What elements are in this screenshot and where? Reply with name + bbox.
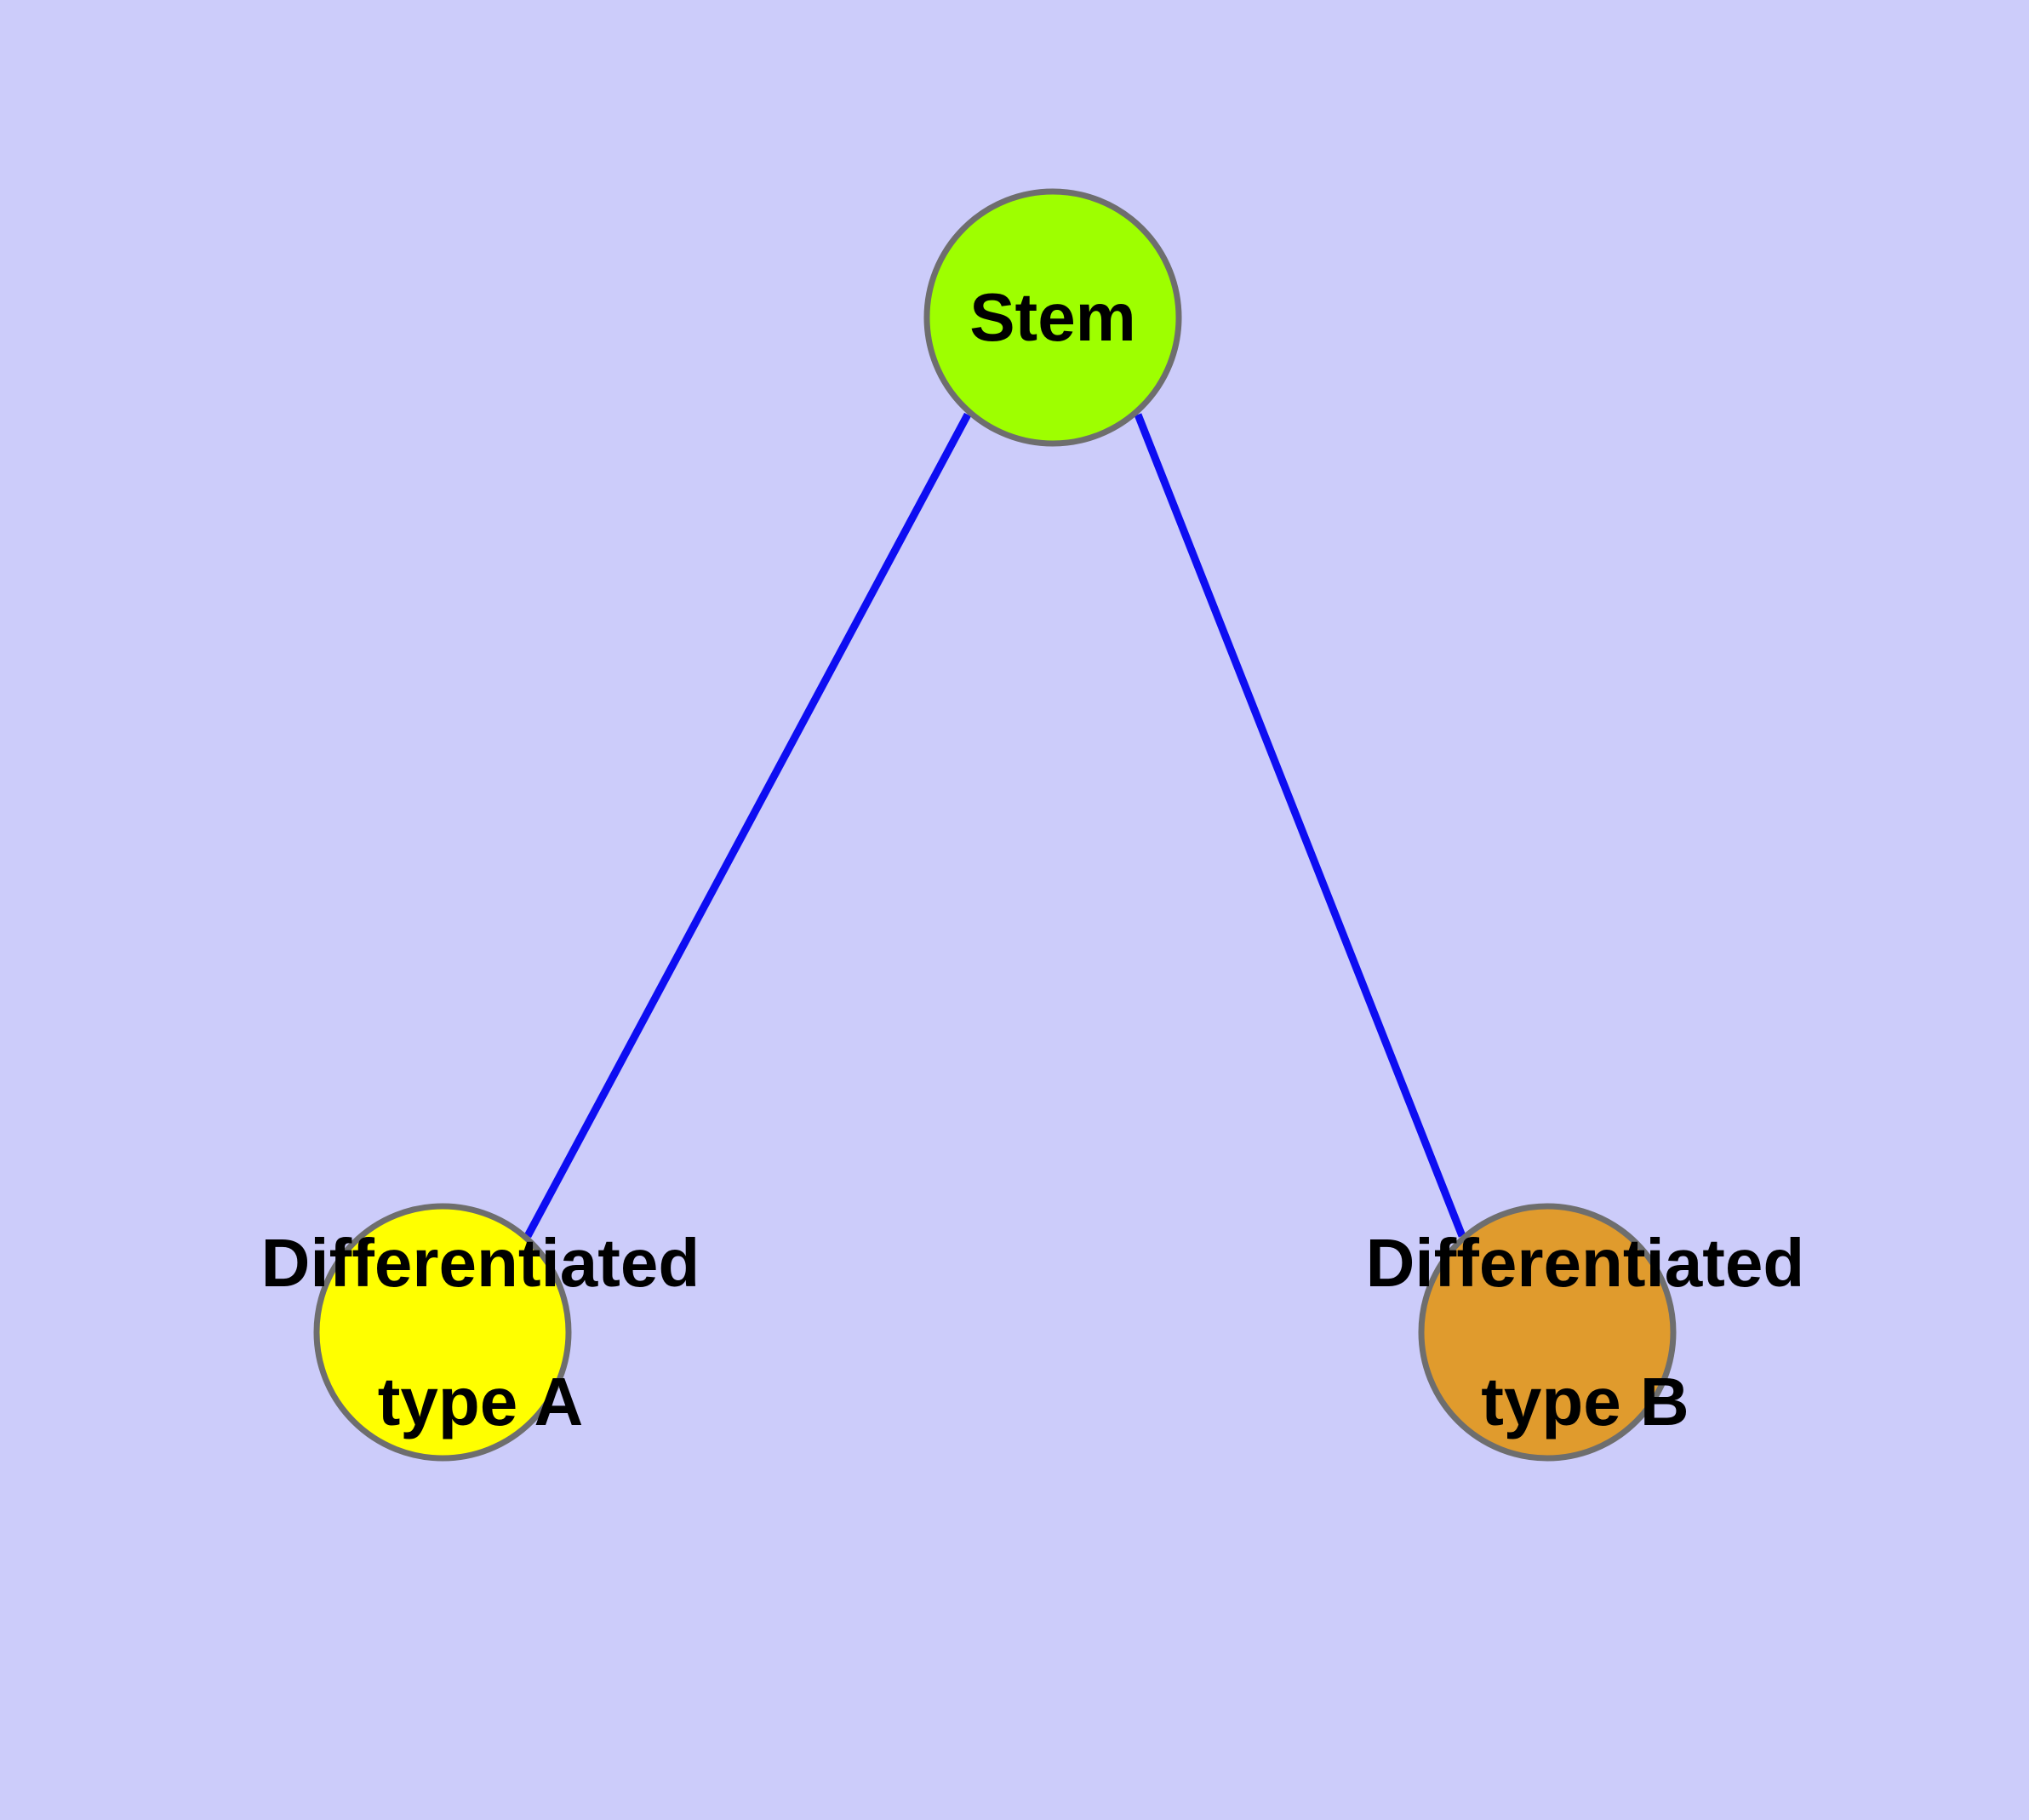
node-layer bbox=[313, 188, 1677, 1462]
edge-stem-to-differentiated-type-a[interactable] bbox=[524, 412, 971, 1239]
node-differentiated-type-b[interactable] bbox=[1418, 1203, 1677, 1462]
node-stem[interactable] bbox=[923, 188, 1182, 447]
edge-layer bbox=[524, 412, 1466, 1239]
edge-stem-to-differentiated-type-b[interactable] bbox=[1134, 413, 1466, 1238]
node-differentiated-type-a[interactable] bbox=[313, 1203, 572, 1462]
